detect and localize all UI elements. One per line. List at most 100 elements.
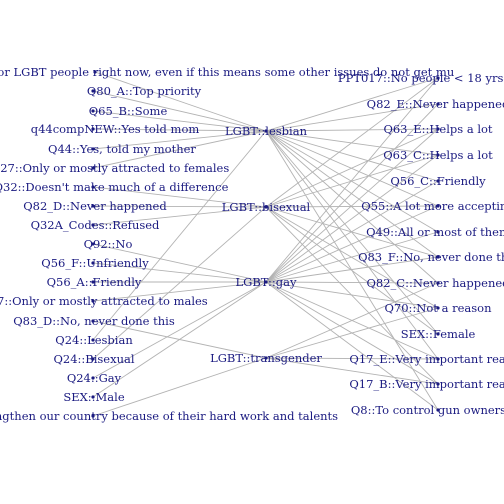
label-layer: LGBT::lesbianLGBT::bisexualLGBT::gayLGBT… xyxy=(0,65,504,423)
edge-r1-lesbian xyxy=(265,77,439,132)
edge-r1-gay xyxy=(265,77,439,283)
edge-l18-gay xyxy=(92,281,267,398)
left-node-label-14: Q83_D::No, never done this xyxy=(13,314,175,328)
hub-node-transgender xyxy=(264,356,268,360)
edge-r13-bisexual xyxy=(265,206,439,385)
right-node-9 xyxy=(436,281,440,285)
left-node-5 xyxy=(91,147,95,151)
edge-r12-lesbian xyxy=(265,130,439,360)
hub-label-gay: LGBT::gay xyxy=(236,275,298,289)
left-node-label-2: Q80_A::Top priority xyxy=(87,84,202,98)
edge-r14-lesbian xyxy=(265,130,439,411)
edge-l4-lesbian xyxy=(92,128,267,132)
left-node-label-15: Q24::Lesbian xyxy=(55,333,133,347)
right-node-8 xyxy=(436,255,440,259)
left-node-2 xyxy=(91,89,95,93)
left-node-10 xyxy=(91,242,95,246)
left-node-label-4: q44compNEW::Yes told mom xyxy=(31,122,200,136)
edge-l5-lesbian xyxy=(92,130,267,150)
left-node-label-12: Q56_A::Friendly xyxy=(47,275,142,289)
right-node-6 xyxy=(436,204,440,208)
edge-r10-bisexual xyxy=(265,206,439,309)
edge-r7-lesbian xyxy=(265,130,439,233)
left-node-label-3: Q65_B::Some xyxy=(89,104,168,118)
right-node-label-9: Q82_C::Never happened xyxy=(366,276,504,290)
right-node-label-6: Q55::A lot more accepting xyxy=(361,199,504,213)
edge-r8-gay xyxy=(265,256,439,283)
right-node-11 xyxy=(436,332,440,336)
edge-r13-gay xyxy=(265,281,439,385)
edge-l17-gay xyxy=(92,281,267,379)
hub-label-transgender: LGBT::transgender xyxy=(210,351,322,365)
right-node-4 xyxy=(436,153,440,157)
left-node-19 xyxy=(91,414,95,418)
edge-r8-lesbian xyxy=(265,130,439,258)
edge-r3-bisexual xyxy=(265,128,439,208)
right-node-13 xyxy=(436,382,440,386)
left-node-15 xyxy=(91,338,95,342)
edge-l15-lesbian xyxy=(92,130,267,341)
right-node-1 xyxy=(436,76,440,80)
left-node-label-11: Q56_F::Unfriendly xyxy=(41,256,149,270)
right-node-label-2: Q82_E::Never happened xyxy=(367,97,504,111)
edge-r2-lesbian xyxy=(265,103,439,132)
edge-r14-gay xyxy=(265,281,439,411)
left-node-6 xyxy=(91,166,95,170)
left-node-label-18: SEX::Male xyxy=(63,390,125,404)
edge-r9-lesbian xyxy=(265,130,439,284)
edge-r3-gay xyxy=(265,128,439,283)
edge-r5-lesbian xyxy=(265,130,439,182)
left-node-12 xyxy=(91,280,95,284)
node-layer xyxy=(91,70,440,418)
right-node-label-10: Q70::Not a reason xyxy=(385,301,493,315)
right-node-label-4: Q63_C::Helps a lot xyxy=(383,148,493,162)
edge-r9-gay xyxy=(265,281,439,284)
left-node-4 xyxy=(91,127,95,131)
left-node-13 xyxy=(91,299,95,303)
edge-r3-lesbian xyxy=(265,128,439,132)
left-node-18 xyxy=(91,395,95,399)
left-node-label-1: priority for LGBT people right now, even… xyxy=(0,65,454,79)
left-node-8 xyxy=(91,204,95,208)
edge-r4-gay xyxy=(265,154,439,283)
left-node-14 xyxy=(91,319,95,323)
right-node-2 xyxy=(436,102,440,106)
right-node-label-3: Q63_E::Helps a lot xyxy=(383,122,492,136)
edge-l9-bisexual xyxy=(92,206,267,226)
edge-layer xyxy=(92,71,439,417)
edge-l16-bisexual xyxy=(92,206,267,360)
left-node-9 xyxy=(91,223,95,227)
edge-l1-lesbian xyxy=(94,71,267,132)
right-node-label-8: Q83_F::No, never done this xyxy=(358,250,504,264)
left-node-label-17: Q24::Gay xyxy=(67,371,122,385)
edge-l2-lesbian xyxy=(92,90,267,132)
left-node-label-7: Q32::Doesn't make much of a difference xyxy=(0,180,229,194)
right-node-label-5: Q56_C::Friendly xyxy=(390,174,486,188)
left-node-label-6: Q27::Only or mostly attracted to females xyxy=(0,161,229,175)
left-node-label-10: Q92::No xyxy=(84,237,133,251)
edge-r2-gay xyxy=(265,103,439,283)
left-node-1 xyxy=(93,70,97,74)
hub-label-lesbian: LGBT::lesbian xyxy=(225,124,308,138)
right-node-label-12: Q17_E::Very important reaso xyxy=(349,352,504,366)
hub-node-bisexual xyxy=(264,205,268,209)
right-node-label-7: Q49::All or most of them xyxy=(366,225,504,239)
edge-l13-gay xyxy=(92,281,267,302)
edge-r13-transgender xyxy=(265,357,439,385)
right-node-3 xyxy=(436,127,440,131)
left-node-17 xyxy=(91,376,95,380)
left-node-16 xyxy=(91,357,95,361)
edge-l19-transgender xyxy=(92,357,267,417)
edge-r11-lesbian xyxy=(265,130,439,335)
edge-r6-lesbian xyxy=(265,130,439,207)
hub-label-bisexual: LGBT::bisexual xyxy=(222,200,311,214)
left-node-label-5: Q44::Yes, told my mother xyxy=(48,142,196,156)
edge-r1-bisexual xyxy=(265,77,439,208)
right-node-7 xyxy=(436,230,440,234)
left-node-label-13: Q27::Only or mostly attracted to males xyxy=(0,294,208,308)
left-node-11 xyxy=(91,261,95,265)
left-node-label-8: Q82_D::Never happened xyxy=(23,199,167,213)
left-node-3 xyxy=(91,109,95,113)
right-node-14 xyxy=(436,408,440,412)
